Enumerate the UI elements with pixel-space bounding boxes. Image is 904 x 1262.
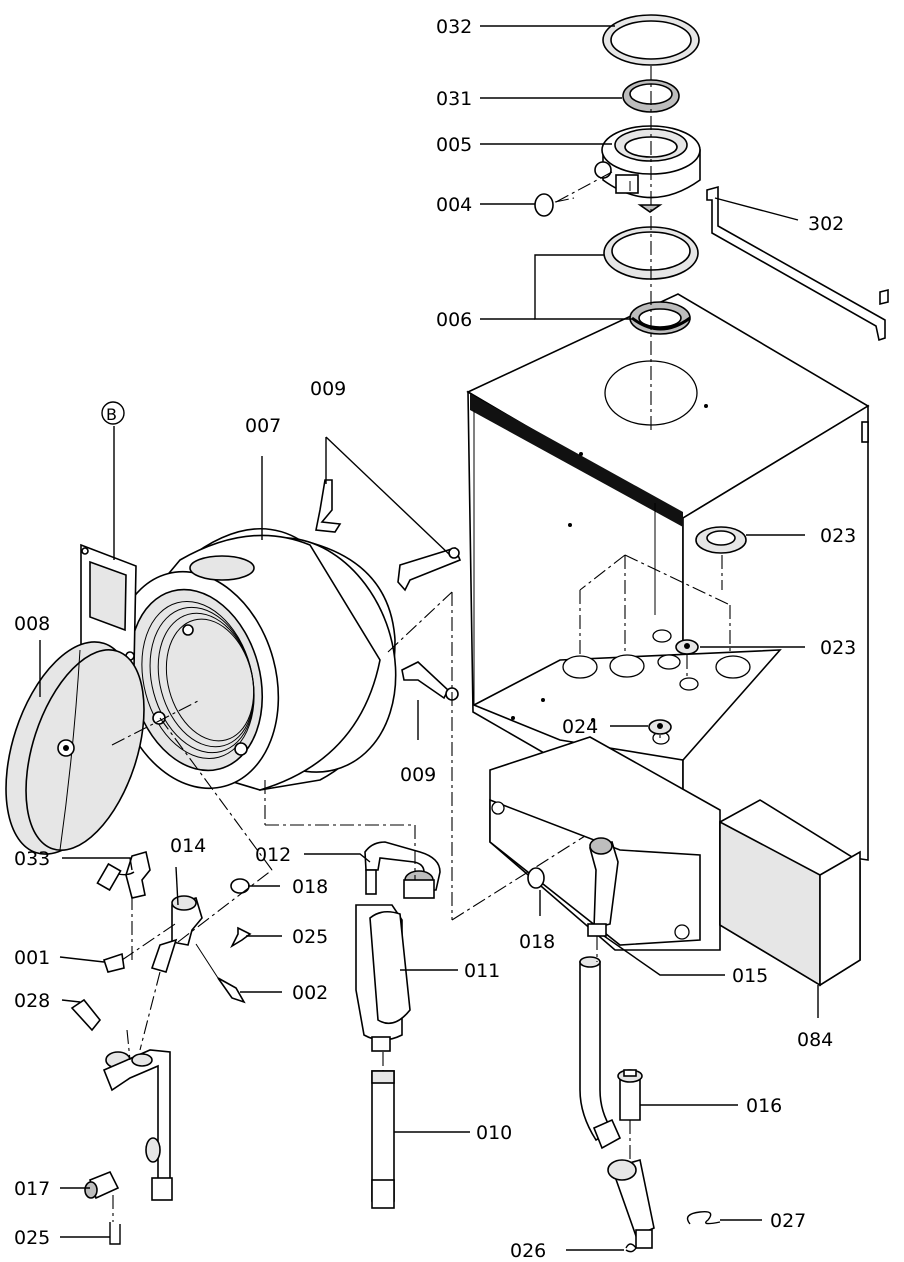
sensor-002 <box>195 943 246 1004</box>
callout-labels: 032 031 005 004 302 006 009 B 007 023 02… <box>14 16 856 1262</box>
vent-016 <box>617 1069 643 1121</box>
clip-009-lower <box>401 661 459 701</box>
boiler-casing <box>466 293 870 951</box>
ring-018-right <box>527 867 545 889</box>
label-017: 017 <box>14 1178 50 1200</box>
sensor-033 <box>96 850 151 899</box>
siphon-011 <box>355 869 411 1052</box>
leader-lines <box>39 25 819 1251</box>
label-b: B <box>106 405 117 424</box>
electronics-box-084 <box>719 799 861 987</box>
label-024: 024 <box>562 716 598 738</box>
label-014: 014 <box>170 835 206 857</box>
assembly-axes <box>111 66 731 1222</box>
label-018-left: 018 <box>292 876 328 898</box>
label-009-top: 009 <box>310 378 346 400</box>
label-026: 026 <box>510 1240 546 1262</box>
clip-009-top <box>315 479 342 533</box>
label-025-bottom: 025 <box>14 1227 50 1249</box>
pipe-015 <box>587 837 619 937</box>
clamp-028 <box>70 998 131 1069</box>
label-023-mid: 023 <box>820 637 856 659</box>
bracket-302 <box>706 185 889 342</box>
seal-004 <box>534 193 554 217</box>
label-016: 016 <box>746 1095 782 1117</box>
pipe-012 <box>364 841 441 899</box>
label-084: 084 <box>797 1029 833 1051</box>
label-018-right: 018 <box>519 931 555 953</box>
clip-025-top <box>230 926 252 949</box>
label-302: 302 <box>808 213 844 235</box>
clip-009-right <box>397 547 462 592</box>
label-006: 006 <box>436 309 472 331</box>
grommet-023-top <box>695 526 747 554</box>
label-007: 007 <box>245 415 281 437</box>
label-031: 031 <box>436 88 472 110</box>
label-033: 033 <box>14 848 50 870</box>
label-011: 011 <box>464 960 500 982</box>
clip-025-bottom <box>109 1222 121 1245</box>
seal-ring-032 <box>602 14 700 66</box>
hose-010 <box>371 1070 395 1209</box>
label-032: 032 <box>436 16 472 38</box>
drain-pipe-left <box>102 1049 173 1201</box>
gasket-006-lower <box>629 301 691 335</box>
label-plate-b <box>80 543 137 670</box>
label-004: 004 <box>436 194 472 216</box>
trap-assembly <box>607 1158 655 1249</box>
nipple-001 <box>102 952 125 973</box>
hose-drain <box>579 956 622 1150</box>
label-012: 012 <box>255 844 291 866</box>
label-010: 010 <box>476 1122 512 1144</box>
burner-cover-008 <box>5 641 145 855</box>
clip-026 <box>625 1243 637 1253</box>
label-023-top: 023 <box>820 525 856 547</box>
label-002: 002 <box>292 982 328 1004</box>
clip-027 <box>686 1210 721 1225</box>
label-008: 008 <box>14 613 50 635</box>
flue-adapter-005 <box>594 125 701 213</box>
label-028: 028 <box>14 990 50 1012</box>
ring-018-left <box>230 878 250 894</box>
valve-017 <box>84 1170 120 1200</box>
grommet-023-mid <box>675 639 699 655</box>
label-001: 001 <box>14 947 50 969</box>
heat-exchanger-007 <box>112 528 397 791</box>
label-015: 015 <box>732 965 768 987</box>
label-027: 027 <box>770 1210 806 1232</box>
label-005: 005 <box>436 134 472 156</box>
label-009-lower: 009 <box>400 764 436 786</box>
label-025-top: 025 <box>292 926 328 948</box>
label-b-circle <box>101 401 125 425</box>
valve-014 <box>150 895 203 973</box>
grommet-024 <box>648 719 672 735</box>
